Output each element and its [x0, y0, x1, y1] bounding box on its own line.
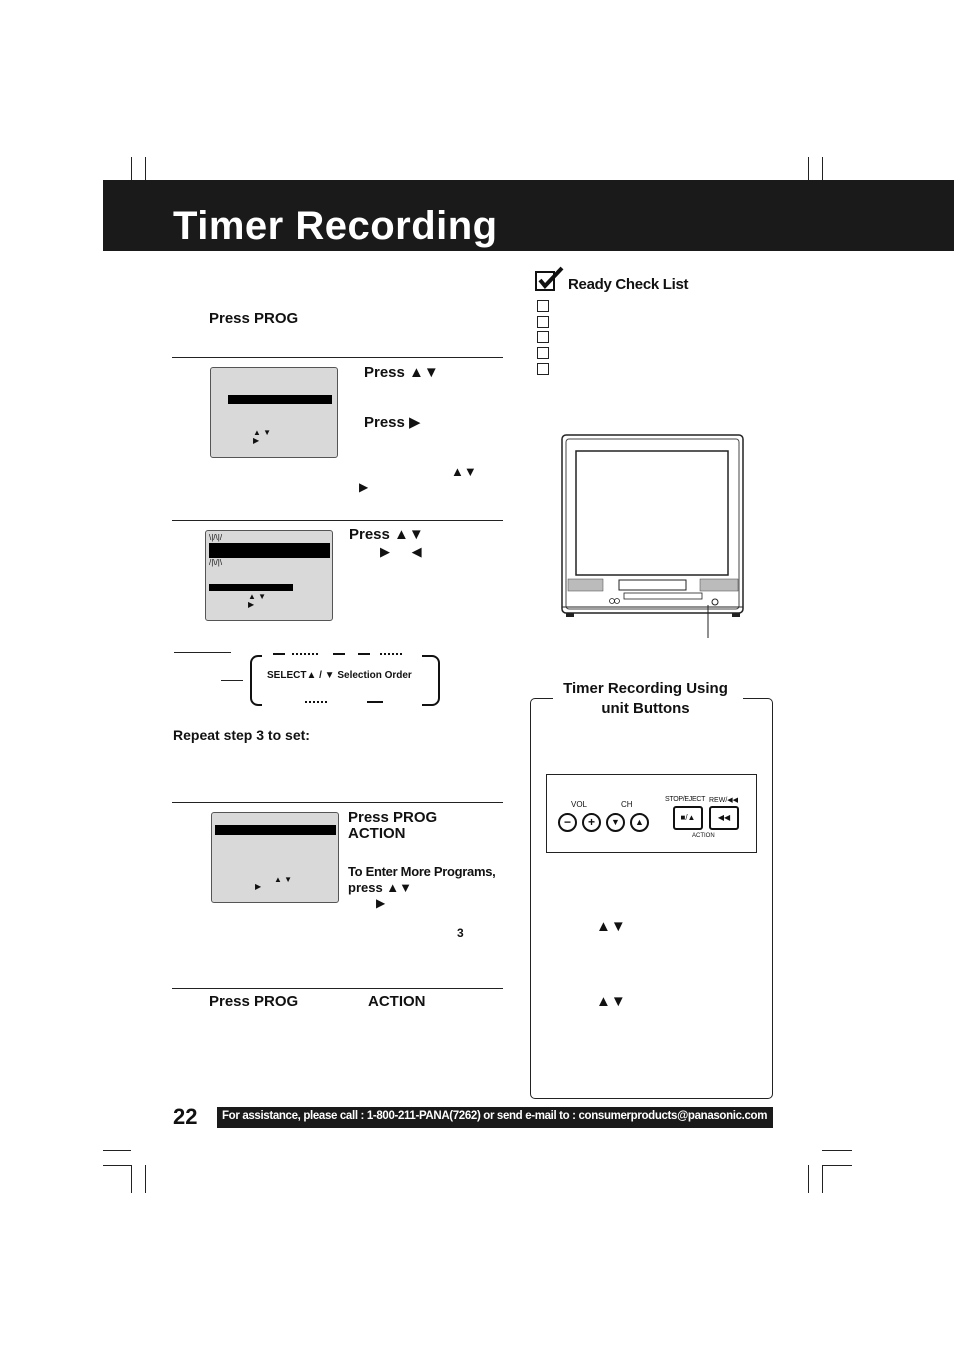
- crop-mark: [808, 157, 809, 184]
- crop-mark: [145, 157, 146, 184]
- stop-eject-label: STOP/EJECT: [665, 796, 706, 803]
- divider: [172, 520, 503, 521]
- step2-press-right: Press ▶: [364, 414, 421, 431]
- ch-label: CH: [621, 800, 633, 809]
- checklist-checkbox: [537, 300, 549, 312]
- loop-segment: [333, 653, 345, 655]
- checklist-checkbox: [537, 316, 549, 328]
- step5-press-prog: Press PROG: [209, 993, 299, 1010]
- osd-screen-step2: ▲ ▼ ▶: [210, 367, 338, 458]
- updown-arrows: ▲▼: [451, 464, 477, 479]
- screen-arrows: ▲ ▼: [253, 428, 272, 437]
- leader-line: [174, 652, 231, 653]
- unit-updown-arrows: ▲▼: [596, 918, 626, 935]
- box-title-bg: [553, 690, 743, 716]
- osd-screen-step3: \|/\|/ /|\/|\ ▲ ▼ ▶: [205, 530, 333, 621]
- action-label: ACTION: [692, 833, 715, 839]
- rew-label: REW/◀◀: [709, 797, 739, 804]
- step4-press-prog: Press PROG: [348, 809, 438, 826]
- footer-bar: [217, 1107, 773, 1128]
- crop-mark: [822, 1150, 852, 1151]
- assistance-text: For assistance, please call : 1-800-211-…: [222, 1110, 768, 1122]
- checklist-checkbox: [537, 347, 549, 359]
- crop-mark: [808, 1165, 809, 1193]
- checklist-title: Ready Check List: [568, 276, 689, 293]
- step2-press-updown: Press ▲▼: [364, 364, 439, 381]
- crop-mark: [145, 1165, 146, 1193]
- checkmark-icon: [535, 266, 564, 291]
- loop-segment: [358, 653, 370, 655]
- step5-action: ACTION: [368, 993, 426, 1010]
- crop-mark: [131, 1165, 132, 1193]
- osd-screen-step4: ▲ ▼ ▶: [211, 812, 339, 903]
- vol-label: VOL: [571, 800, 588, 809]
- crop-mark: [103, 1150, 131, 1151]
- divider: [172, 357, 503, 358]
- leader-line: [221, 680, 243, 681]
- vol-up-button[interactable]: +: [582, 813, 601, 832]
- ch-down-button[interactable]: ▼: [606, 813, 625, 832]
- left-right-arrows: ▶ ◀: [380, 544, 422, 559]
- unit-buttons-box: [530, 698, 773, 1099]
- step4-press-arrows: press ▲▼: [348, 880, 413, 895]
- loop-segment: [305, 701, 327, 703]
- step3-press-updown: Press ▲▼: [349, 526, 424, 543]
- screen-right-arrow: ▶: [248, 600, 255, 609]
- loop-segment: [292, 653, 318, 655]
- step4-more-programs: To Enter More Programs,: [348, 864, 496, 879]
- screen-right-arrow: ▶: [253, 436, 260, 445]
- checklist-checkbox: [537, 363, 549, 375]
- screen-arrows: ▲ ▼: [248, 592, 267, 601]
- blink-marks: /|\/|\: [209, 558, 223, 567]
- crop-mark: [822, 1165, 823, 1193]
- loop-segment: [367, 701, 383, 703]
- screen-right-arrow: ▶: [255, 882, 262, 891]
- crop-mark: [822, 1165, 852, 1166]
- crop-mark: [103, 1165, 131, 1166]
- highlight-bar: [228, 395, 332, 404]
- ch-up-button[interactable]: ▲: [630, 813, 649, 832]
- rew-button[interactable]: ◀◀: [709, 806, 739, 830]
- right-arrow: ▶: [359, 480, 369, 494]
- step-reference: 3: [457, 926, 464, 940]
- unit-updown-arrows: ▲▼: [596, 993, 626, 1010]
- vol-down-button[interactable]: −: [558, 813, 577, 832]
- loop-segment: [273, 653, 285, 655]
- page-title: Timer Recording: [173, 204, 498, 248]
- selection-order-text: SELECT▲ / ▼ Selection Order: [267, 670, 412, 681]
- front-panel: VOL CH STOP/EJECT REW/◀◀ − + ▼ ▲ ■/▲ ◀◀ …: [546, 774, 757, 853]
- highlight-bar: [209, 543, 330, 558]
- divider: [172, 802, 503, 803]
- unit-box-title-line1: Timer Recording Using: [563, 680, 728, 697]
- page-number: 22: [173, 1104, 198, 1129]
- loop-segment: [380, 653, 402, 655]
- crop-mark: [131, 157, 132, 184]
- crop-mark: [822, 157, 823, 184]
- right-arrow: ▶: [376, 896, 386, 910]
- divider: [172, 988, 503, 989]
- blink-marks: \|/\|/: [209, 533, 223, 542]
- header-bar: [103, 180, 954, 251]
- highlight-bar: [209, 584, 293, 591]
- step1-label: Press PROG: [209, 310, 299, 327]
- step4-action: ACTION: [348, 825, 406, 842]
- loop-gap: [262, 698, 422, 706]
- tv-unit-illustration: [561, 434, 744, 638]
- stop-eject-button[interactable]: ■/▲: [673, 806, 703, 830]
- screen-arrows: ▲ ▼: [274, 875, 293, 884]
- unit-box-title-line2: unit Buttons: [601, 700, 690, 717]
- highlight-bar: [215, 825, 336, 835]
- checklist-checkbox: [537, 331, 549, 343]
- repeat-step-label: Repeat step 3 to set:: [173, 727, 310, 743]
